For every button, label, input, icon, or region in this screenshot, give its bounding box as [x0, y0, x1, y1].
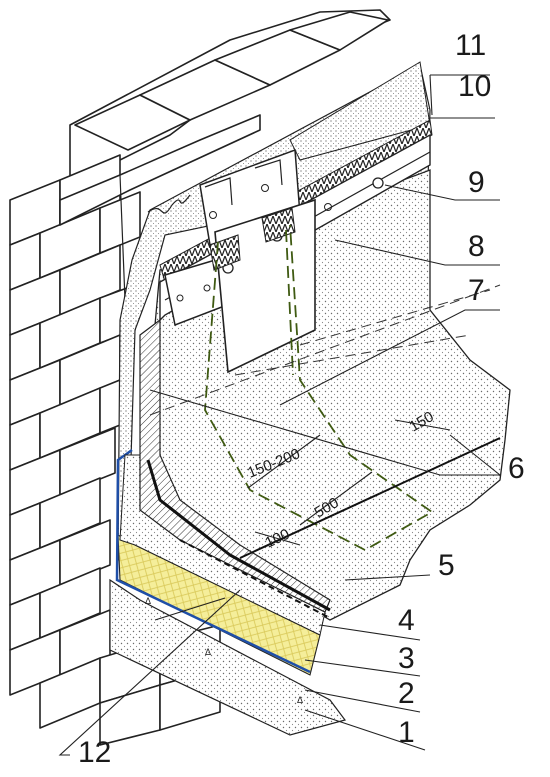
callout-3: 3: [398, 642, 415, 675]
callout-1: 1: [398, 716, 415, 749]
callout-2: 2: [398, 677, 415, 710]
callout-8: 8: [468, 230, 485, 263]
callout-10: 10: [458, 70, 491, 103]
callout-4: 4: [398, 604, 415, 637]
callout-7: 7: [468, 274, 485, 307]
callout-12: 12: [78, 736, 111, 769]
callout-6: 6: [508, 452, 525, 485]
brick-wall: [9, 9, 391, 746]
dimension-lines: [239, 419, 501, 559]
leader-lines: [58, 74, 501, 756]
svg-text:Δ: Δ: [297, 695, 303, 705]
helper-lines: [149, 284, 501, 416]
callout-5: 5: [438, 549, 455, 582]
reinforcement-outline: [204, 224, 434, 552]
svg-text:Δ: Δ: [145, 596, 151, 606]
waterproofing-layers: [139, 318, 331, 619]
callout-9: 9: [468, 166, 485, 199]
base-slab: Δ Δ Δ: [109, 578, 347, 736]
callout-11: 11: [455, 29, 486, 62]
upper-wall-face: [289, 61, 431, 161]
svg-text:Δ: Δ: [205, 647, 211, 657]
